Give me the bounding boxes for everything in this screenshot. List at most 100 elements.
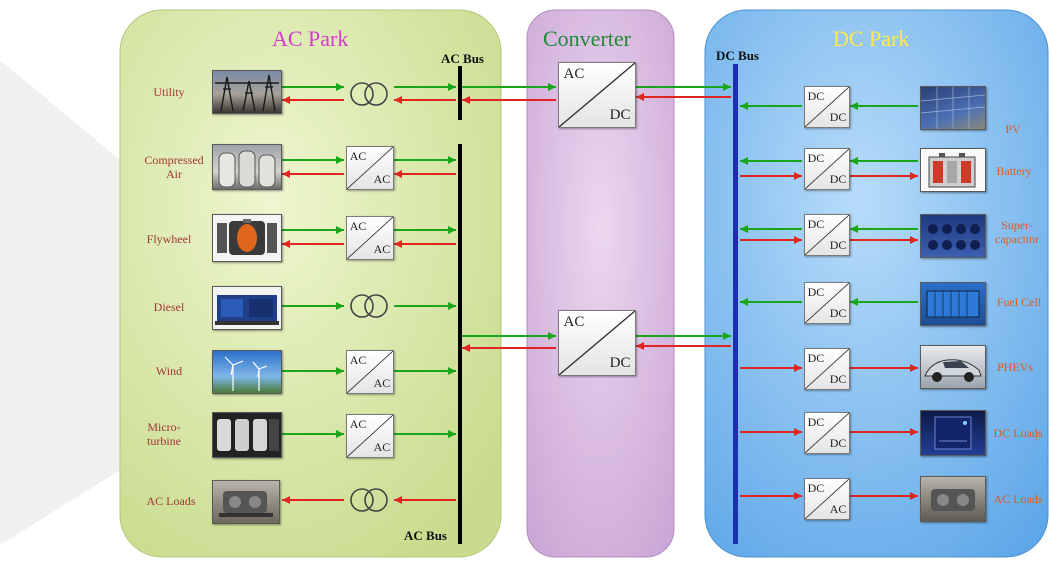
dc-device-label: Super-capacitor [995, 218, 1039, 246]
dc-converter-in: DC [807, 350, 825, 365]
arrow-dcbus-to-battery-head [794, 172, 802, 180]
ac-bus-top [458, 66, 462, 120]
ac-bus-top-label: AC Bus [441, 51, 484, 66]
dc-converter: DC DC [804, 412, 850, 454]
utility-substation-icon [212, 70, 282, 114]
dc-device-label: DC Loads [993, 426, 1043, 440]
arrow-bus-to-flywheel-head [394, 240, 402, 248]
engine-load-icon [212, 480, 280, 524]
transformer-utility [350, 82, 374, 106]
ac-converter-out: AC [373, 440, 391, 455]
arrow-pv-in-head [850, 102, 858, 110]
main-converter-bottom-in: AC [563, 313, 585, 330]
dc-converter: DC DC [804, 148, 850, 190]
dc-converter: DC DC [804, 282, 850, 324]
arrow-compressed-air-in-head [336, 156, 344, 164]
dc-park-panel [704, 9, 1049, 558]
arrow-compressed-air-out-head [282, 170, 290, 178]
arrow-diesel-in-head [336, 302, 344, 310]
arrow-converter-top-to-dcbus-head [723, 83, 731, 91]
dc-device-label: PHEVs [996, 360, 1033, 374]
arrow-xfmr-to-ac-loads-head [282, 496, 290, 504]
fuel-cell-icon [920, 282, 986, 326]
dc-converter-out: DC [829, 306, 847, 321]
arrow-bus-to-compressed-air-head [394, 170, 402, 178]
arrow-wind-in-head [336, 367, 344, 375]
dc-converter-in: DC [807, 480, 825, 495]
wind-turbines-icon [212, 350, 282, 394]
ac-converter-compressed-air: AC AC [346, 146, 394, 190]
dc-converter-in: DC [807, 88, 825, 103]
ac-bus-bottom-label: AC Bus [404, 528, 447, 543]
arrow-utility-to-xfmr-head [336, 83, 344, 91]
dc-park-title: DC Park [833, 26, 910, 51]
arrow-xfmr-to-utility-head [282, 96, 290, 104]
background-wedge [0, 60, 120, 545]
dc-converter: DC DC [804, 86, 850, 128]
arrow-flywheel-to-bus-head [448, 226, 456, 234]
flywheel-icon [212, 214, 282, 262]
arrow-battery-to-dcbus-head [740, 157, 748, 165]
dc-converter-out: AC [829, 502, 847, 517]
arrow-microturbine-to-bus-head [448, 430, 456, 438]
dc-device-label: Battery [996, 164, 1032, 178]
arrow-ac-loads-out-head [910, 492, 918, 500]
arrow-diesel-to-bus-head [448, 302, 456, 310]
arrow-wind-to-bus-head [448, 367, 456, 375]
arrow-flywheel-in-head [336, 226, 344, 234]
dc-converter-out: DC [829, 372, 847, 387]
converter-panel [526, 9, 675, 558]
arrow-supercap-to-dcbus-head [740, 225, 748, 233]
transformer-diesel [350, 294, 374, 318]
arrow-battery-in-head [850, 157, 858, 165]
ac-device-label: AC Loads [146, 494, 196, 508]
electric-car-icon [920, 345, 986, 389]
transformer-utility [364, 82, 388, 106]
ac-converter-in: AC [349, 416, 367, 431]
arrow-dcbus-to-ac-loads-head [794, 492, 802, 500]
dc-bus [733, 64, 738, 544]
ac-converter-wind: AC AC [346, 350, 394, 394]
ac-device-label: Utility [153, 85, 185, 99]
arrow-phevs-out-head [910, 364, 918, 372]
engine-load-icon [920, 476, 986, 522]
ac-device-label: Flywheel [146, 232, 192, 246]
ac-converter-out: AC [373, 376, 391, 391]
arrow-dcbus-to-converter-top-head [636, 93, 644, 101]
ac-converter-in: AC [349, 352, 367, 367]
arrow-flywheel-out-head [282, 240, 290, 248]
ac-converter-out: AC [373, 172, 391, 187]
transformer-ac-loads [364, 488, 388, 512]
ac-converter-in: AC [349, 148, 367, 163]
arrow-acbus-to-converter-top-head [548, 83, 556, 91]
arrow-xfmr-to-bus-head [448, 83, 456, 91]
main-converter-bottom: AC DC [558, 310, 636, 376]
arrow-converter-bottom-to-dcbus-head [723, 332, 731, 340]
dc-load-server-icon [920, 410, 986, 456]
ac-device-label: Micro-turbine [147, 420, 181, 448]
solar-panel-icon [920, 86, 986, 130]
supercapacitor-icon [920, 214, 986, 258]
arrow-compressed-air-to-bus-head [448, 156, 456, 164]
main-converter-top-in: AC [563, 65, 585, 82]
arrow-pv-to-dcbus-head [740, 102, 748, 110]
arrow-converter-top-to-acbus-head [462, 96, 470, 104]
dc-converter-in: DC [807, 150, 825, 165]
arrow-dcbus-to-dc-loads-head [794, 428, 802, 436]
ac-park-title: AC Park [272, 26, 349, 51]
arrow-battery-out-head [910, 172, 918, 180]
dc-device-label: PV [1005, 122, 1021, 136]
battery-icon [920, 148, 986, 192]
dc-converter-in: DC [807, 414, 825, 429]
arrow-dcbus-to-phevs-head [794, 364, 802, 372]
main-converter-top-out: DC [609, 107, 631, 124]
arrow-dc-loads-out-head [910, 428, 918, 436]
micro-turbine-icon [212, 412, 282, 458]
arrow-bus-to-xfmr-head [394, 96, 402, 104]
arrow-acbus-to-converter-bottom-head [548, 332, 556, 340]
dc-converter-in: DC [807, 216, 825, 231]
ac-bus-main [458, 144, 462, 544]
dc-converter-out: DC [829, 436, 847, 451]
